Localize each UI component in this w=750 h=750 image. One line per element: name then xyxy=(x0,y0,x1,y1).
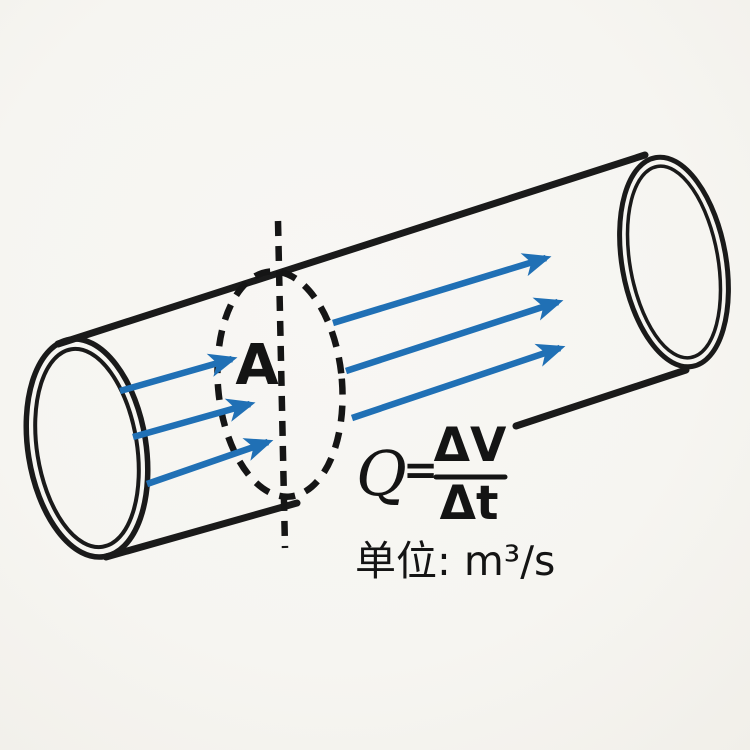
flow-arrow-left-top xyxy=(119,353,238,395)
pipe-left-opening xyxy=(23,336,151,560)
units-label: 单位: m³/s xyxy=(355,537,555,585)
pipe-bottom-edge-left xyxy=(102,499,301,561)
pipe-right-opening-outer-rim xyxy=(617,154,731,370)
flow-arrow-right-top xyxy=(332,253,552,327)
pipe-right-opening-inner-rim xyxy=(625,164,723,360)
area-label: A xyxy=(235,333,279,398)
cross-section-axis-dashed-line xyxy=(274,220,289,549)
flow-rate-formula: Q = ΔV Δt xyxy=(356,418,508,531)
flow-arrow-right-middle xyxy=(344,297,564,375)
pipe-left-opening-outer-rim xyxy=(23,336,151,560)
pipe-right-opening xyxy=(617,154,731,370)
pipe-top-edge xyxy=(54,151,649,348)
pipe-left-opening-inner-rim xyxy=(33,346,141,550)
flow-arrow-right-bottom xyxy=(350,343,566,422)
flow-arrow-left-middle xyxy=(132,398,256,441)
pipe-bottom-edge-right xyxy=(512,366,690,430)
flow-arrow-left-bottom xyxy=(145,438,274,488)
formula-numerator: ΔV xyxy=(434,418,507,473)
flow-rate-symbol: Q xyxy=(356,437,407,510)
formula-denominator: Δt xyxy=(440,476,499,531)
equals-sign: = xyxy=(403,445,438,494)
